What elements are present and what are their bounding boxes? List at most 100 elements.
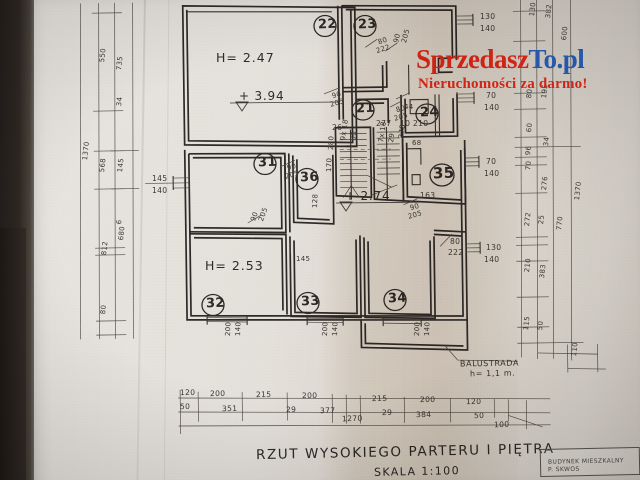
bottom-dim-100: 100	[493, 419, 510, 430]
level-mark-394: + 3.94	[239, 89, 285, 103]
left-dim-34: 34	[115, 96, 124, 107]
opening-dim-9a: 80	[450, 237, 461, 246]
right-dim-770: 770	[555, 215, 565, 231]
opening-dim-8a: 130	[486, 243, 502, 252]
level-symbol-394	[230, 101, 339, 112]
opening-dim-6b: 140	[484, 103, 500, 112]
left-dim-812: 812	[100, 240, 110, 256]
window-dim-34a: 200	[413, 321, 422, 337]
opening-dim-0a: 145	[152, 174, 168, 183]
right-dim-115: 115	[522, 315, 532, 331]
bottom-dim-351: 351	[221, 403, 238, 414]
opening-dim-7a: 70	[486, 157, 497, 166]
left-dim-550: 550	[98, 47, 108, 63]
opening-dim-15: 145	[296, 255, 311, 263]
bottom-dim-200a: 200	[209, 388, 226, 399]
room24-dim-small: 44	[404, 103, 414, 111]
room-circle-21	[351, 99, 375, 121]
room-height-label-32: H= 2.53	[205, 258, 264, 273]
right-dim-80: 80	[525, 88, 534, 99]
left-dim-80: 80	[99, 304, 108, 315]
bottom-dim-29b: 29	[381, 407, 393, 418]
opening-dim-14: 128	[311, 193, 320, 209]
opening-dim-0b: 140	[152, 186, 168, 195]
room-circle-31	[253, 152, 277, 176]
room-circle-23	[353, 14, 377, 38]
room-number-33: 33	[300, 293, 320, 310]
opening-dim-17: 277	[376, 119, 392, 128]
opening-dim-5b: 140	[480, 24, 496, 33]
right-dim-210: 210	[523, 257, 533, 273]
opening-dim-16: 170	[325, 157, 334, 173]
bottom-dim-215b: 215	[371, 393, 388, 404]
window-dim-33b: 140	[331, 321, 340, 337]
right-dim-110: 110	[570, 341, 580, 357]
right-dim-96: 96	[524, 145, 533, 156]
bottom-dim-120a: 120	[179, 387, 196, 398]
opening-dim-16b: 280	[327, 135, 336, 151]
opening-dim-5a: 130	[480, 12, 496, 21]
bottom-dim-29a: 29	[285, 404, 297, 415]
room-number-24: 24	[419, 104, 439, 121]
window-dim-33a: 200	[321, 321, 330, 337]
room-circle-24	[415, 103, 439, 125]
room-circle-35	[429, 163, 455, 187]
room-number-22: 22	[317, 16, 337, 33]
right-dim-383: 383	[538, 263, 548, 279]
scale-label: SKALA 1:100	[373, 464, 461, 479]
right-dim-276: 276	[540, 175, 550, 191]
opening-dim-9b: 222	[448, 248, 464, 257]
window-dim-34b: 140	[423, 321, 432, 337]
stair-dim-b: 30	[349, 130, 359, 141]
bottom-dim-total-1270: 1270	[341, 413, 363, 424]
room-number-32: 32	[205, 295, 225, 312]
room-number-35: 35	[432, 163, 455, 183]
level-mark-274: + 2.74	[345, 189, 391, 203]
opening-dim-8b: 140	[484, 255, 500, 264]
room-number-21: 21	[355, 100, 375, 117]
right-dim-600: 600	[560, 25, 570, 41]
right-dim-25: 25	[537, 214, 546, 225]
stair-dim-d: 29	[387, 132, 397, 143]
room-number-36: 36	[299, 169, 319, 186]
room-circle-33	[296, 291, 320, 315]
bottom-dim-377: 377	[319, 405, 336, 416]
left-dim-735: 735	[115, 55, 125, 71]
right-dim-50: 50	[536, 320, 545, 331]
opening-dim-6a: 70	[486, 91, 497, 100]
opening-dim-19: 26	[332, 123, 343, 132]
bottom-dim-50a: 50	[179, 401, 191, 412]
balustrade-height: h= 1,1 m.	[469, 368, 516, 379]
room-circle-34	[383, 288, 407, 312]
room-circle-32	[201, 293, 225, 317]
stamp-line-2: P. SKWOS	[547, 465, 580, 474]
room-circle-22	[313, 14, 337, 38]
bottom-dim-200c: 200	[419, 394, 436, 405]
room-circle-36	[295, 167, 319, 191]
room-number-23: 23	[357, 16, 377, 33]
left-dim-568: 568	[98, 157, 108, 173]
right-dim-70: 70	[524, 160, 533, 171]
room35-dim-68: 68	[412, 139, 422, 147]
bottom-dim-50b: 50	[473, 410, 485, 421]
room-height-label-22: H= 2.47	[216, 50, 275, 65]
bottom-dim-384: 384	[415, 409, 432, 420]
right-dim-272: 272	[523, 211, 533, 227]
bottom-dim-120b: 120	[465, 396, 482, 407]
opening-dim-7b: 140	[484, 169, 500, 178]
bottom-dim-200b: 200	[301, 390, 318, 401]
right-dim-195: 195	[540, 83, 550, 99]
balustrade-label: BALUSTRADA	[459, 358, 520, 369]
left-dim-145: 145	[116, 157, 126, 173]
room-number-34: 34	[387, 290, 407, 307]
right-dim-60: 60	[525, 122, 534, 133]
opening-dim-10: 163	[420, 191, 436, 200]
right-dim-34: 34	[542, 136, 551, 147]
right-dim-382: 382	[544, 3, 554, 19]
level-symbol-274	[336, 201, 437, 212]
window-dim-32a: 200	[224, 321, 233, 337]
left-dim-680: 680	[117, 225, 127, 241]
room-number-31: 31	[257, 154, 277, 171]
